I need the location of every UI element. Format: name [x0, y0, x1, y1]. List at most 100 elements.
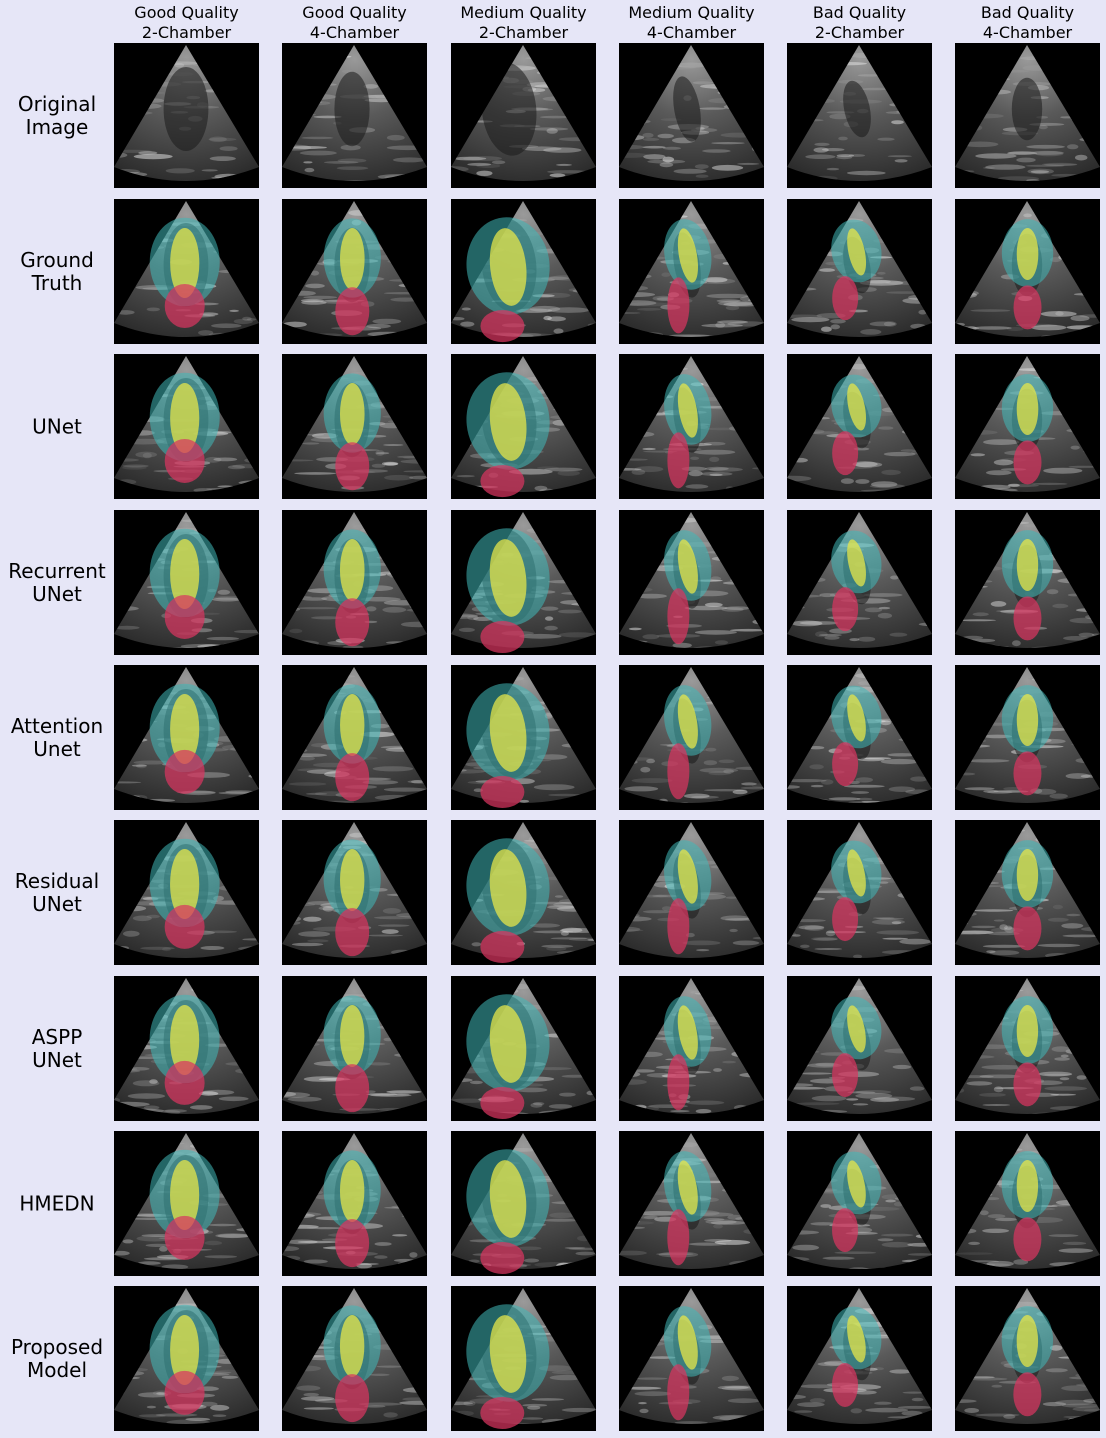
ultrasound-image — [619, 356, 764, 492]
left-ventricle-mask — [1016, 228, 1039, 280]
image-cell — [282, 1131, 427, 1276]
image-cell — [114, 510, 259, 655]
left-ventricle-mask — [677, 849, 698, 904]
left-ventricle-mask — [489, 383, 527, 461]
row-label-line2: Truth — [31, 270, 83, 295]
column-header-line2: 4-Chamber — [982, 23, 1073, 42]
left-atrium-mask — [480, 1086, 525, 1119]
image-cell — [619, 1131, 764, 1276]
row-label: UNet — [0, 415, 114, 438]
ultrasound-image — [787, 822, 932, 958]
left-atrium-mask — [335, 287, 370, 336]
ultrasound-image — [955, 1133, 1100, 1269]
left-ventricle-mask — [170, 1005, 200, 1075]
left-ventricle-mask — [677, 1315, 698, 1370]
image-cell — [619, 820, 764, 965]
left-ventricle-mask — [1016, 849, 1039, 901]
image-cell — [114, 43, 259, 188]
ultrasound-image — [955, 356, 1100, 492]
left-ventricle-mask — [847, 1160, 866, 1208]
left-atrium-mask — [335, 598, 370, 647]
image-cell — [451, 665, 596, 810]
left-atrium-mask — [1013, 1062, 1042, 1107]
left-atrium-mask — [164, 1215, 205, 1260]
ultrasound-image — [451, 1288, 596, 1429]
column-header-line1: Bad Quality — [980, 3, 1075, 22]
left-atrium-mask — [667, 743, 690, 800]
ultrasound-image — [114, 1288, 259, 1424]
ultrasound-image — [451, 201, 596, 343]
left-ventricle-mask — [1016, 383, 1039, 435]
ultrasound-image — [114, 667, 259, 803]
left-atrium-mask — [832, 1053, 859, 1098]
column-header-line1: Medium Quality — [460, 3, 587, 22]
ultrasound-image — [619, 1133, 764, 1269]
ultrasound-image — [787, 356, 932, 492]
left-atrium-mask — [667, 1054, 690, 1111]
left-atrium-mask — [480, 1396, 525, 1429]
left-ventricle-mask — [170, 1315, 200, 1385]
ultrasound-image — [619, 201, 764, 337]
left-atrium-mask — [480, 931, 525, 964]
ultrasound-image — [114, 1133, 259, 1269]
image-cell — [282, 43, 427, 188]
row-label-line1: Attention — [10, 713, 104, 738]
column-header-line2: 4-Chamber — [309, 23, 400, 42]
image-cell — [619, 43, 764, 188]
left-atrium-mask — [1013, 751, 1042, 796]
left-atrium-mask — [335, 1219, 370, 1268]
row-label-line2: UNet — [32, 581, 82, 606]
left-ventricle-mask — [847, 383, 867, 431]
left-ventricle-mask — [489, 1315, 527, 1393]
left-atrium-mask — [335, 753, 370, 802]
image-cell — [451, 820, 596, 965]
ultrasound-image — [282, 1133, 427, 1269]
row-label-line1: ASPP — [31, 1024, 83, 1049]
left-ventricle-mask — [170, 228, 200, 298]
image-cell — [451, 1286, 596, 1431]
ultrasound-image — [282, 45, 427, 181]
left-atrium-mask — [480, 1241, 525, 1274]
ultrasound-image — [114, 822, 259, 958]
left-atrium-mask — [480, 621, 525, 654]
row-label-line2: UNet — [32, 891, 82, 916]
left-atrium-mask — [832, 897, 859, 942]
left-atrium-mask — [1013, 906, 1042, 951]
ultrasound-image — [282, 201, 427, 337]
image-cell — [114, 820, 259, 965]
image-cell — [955, 354, 1100, 499]
left-atrium-mask — [164, 283, 205, 328]
image-cell — [955, 199, 1100, 344]
ultrasound-image — [114, 201, 259, 337]
image-cell — [282, 510, 427, 655]
left-atrium-mask — [164, 1060, 205, 1105]
left-atrium-mask — [1013, 596, 1042, 641]
left-ventricle-mask — [847, 849, 866, 897]
image-cell — [282, 976, 427, 1121]
left-ventricle-mask — [1016, 1005, 1039, 1057]
left-ventricle-mask — [489, 228, 527, 306]
left-atrium-mask — [335, 1064, 370, 1113]
ultrasound-image — [619, 512, 764, 648]
left-atrium-mask — [832, 587, 859, 632]
ultrasound-image — [619, 822, 764, 958]
image-cell — [787, 43, 932, 188]
left-ventricle-mask — [677, 1005, 698, 1060]
ultrasound-image — [451, 667, 596, 809]
left-ventricle-mask — [489, 849, 527, 927]
left-ventricle-mask — [170, 539, 200, 609]
row-label-line2: Unet — [33, 736, 81, 761]
column-header-line1: Medium Quality — [628, 3, 755, 22]
ultrasound-image — [282, 1288, 427, 1424]
image-cell — [114, 976, 259, 1121]
ultrasound-image — [787, 45, 932, 181]
image-cell — [114, 354, 259, 499]
left-ventricle-mask — [340, 694, 365, 756]
left-atrium-mask — [164, 904, 205, 949]
left-ventricle-mask — [489, 1160, 527, 1238]
left-atrium-mask — [832, 742, 859, 787]
ultrasound-image — [451, 512, 596, 654]
